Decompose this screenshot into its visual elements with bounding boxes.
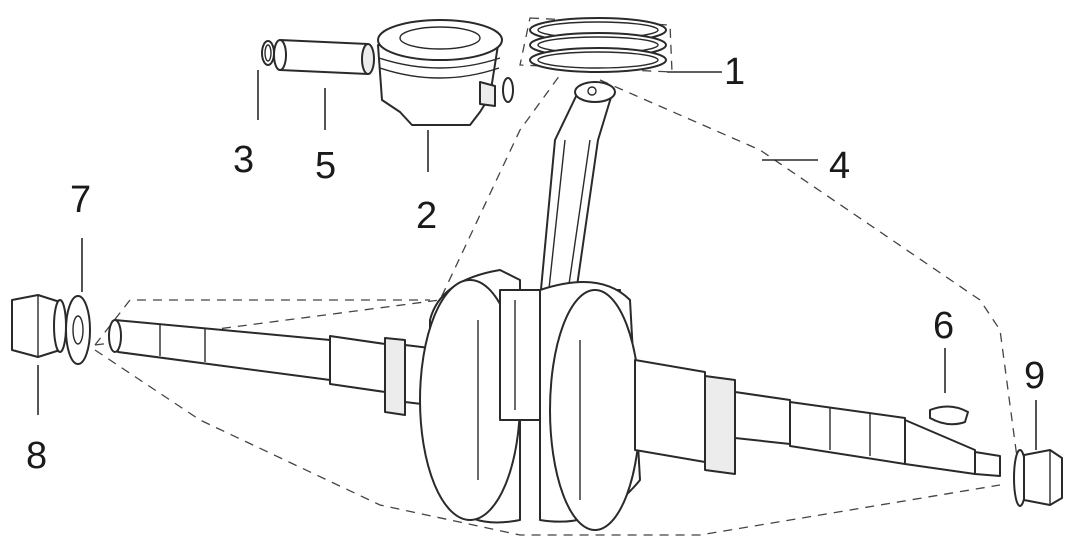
crankshaft — [108, 269, 1001, 531]
left-nut — [11, 294, 67, 358]
callout-4: 4 — [829, 145, 850, 187]
callout-7: 7 — [70, 179, 91, 221]
piston-rings — [529, 17, 667, 73]
callout-8: 8 — [26, 435, 47, 477]
piston-pin-clip — [261, 40, 275, 66]
assembly-dashed-outline — [94, 17, 1021, 536]
callout-2: 2 — [416, 195, 437, 237]
callout-1: 1 — [724, 51, 745, 93]
connecting-rod — [539, 81, 616, 301]
callout-labels: 1 2 3 4 5 6 7 8 9 — [26, 51, 1045, 477]
piston — [377, 19, 514, 126]
woodruff-key — [929, 405, 969, 426]
callout-3: 3 — [233, 139, 254, 181]
left-washer — [65, 295, 91, 365]
leader-lines — [37, 70, 1037, 450]
piston-pin — [273, 39, 375, 75]
callout-6: 6 — [933, 305, 954, 347]
right-nut — [1013, 449, 1063, 507]
callout-5: 5 — [315, 145, 336, 187]
callout-9: 9 — [1024, 355, 1045, 397]
